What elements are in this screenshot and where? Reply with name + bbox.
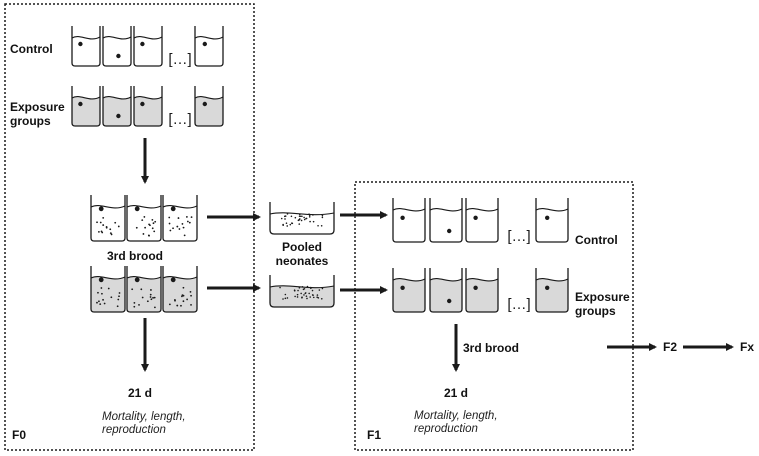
f0-exposure-ellipsis: […]: [168, 111, 191, 128]
f0-control-beaker: [133, 26, 163, 67]
f0-control-label: Control: [10, 42, 53, 56]
f1-exposure-beaker: [392, 268, 426, 313]
f0-exposure-beaker: [194, 86, 224, 127]
f1-control-ellipsis: […]: [507, 228, 530, 245]
f1-control-label: Control: [575, 233, 618, 247]
f1-panel-frame: [354, 181, 634, 451]
f0-exposure-beaker: [102, 86, 132, 127]
f0-brood-control-beaker: [90, 195, 126, 242]
f0-exposure-beaker: [133, 86, 163, 127]
f0-exposure-label-line2: groups: [10, 114, 51, 128]
f0-brood-control-beaker: [162, 195, 198, 242]
f0-endpoints-line2: reproduction: [102, 424, 166, 436]
f0-control-beaker: [102, 26, 132, 67]
f0-brood-control-beaker: [126, 195, 162, 242]
fx-label: Fx: [740, 340, 755, 354]
f0-brood-exposure-beaker: [162, 266, 198, 313]
f0-control-beaker: [71, 26, 101, 67]
f0-control-ellipsis: […]: [168, 51, 191, 68]
pooled-control-tray: [269, 202, 335, 235]
f0-brood-label: 3rd brood: [107, 249, 163, 263]
f1-control-beaker: [392, 198, 426, 243]
f0-exposure-label-line1: Exposure: [10, 100, 65, 114]
f1-control-beaker: [535, 198, 569, 243]
f1-exposure-beaker: [429, 268, 463, 313]
f0-brood-exposure-beaker: [126, 266, 162, 313]
f1-exposure-beaker: [465, 268, 499, 313]
f1-exposure-ellipsis: […]: [507, 296, 530, 313]
f0-endpoints-line1: Mortality, length,: [102, 411, 186, 423]
f1-control-beaker: [465, 198, 499, 243]
pooled-neonates-label-line1: Pooled: [281, 240, 322, 254]
f0-control-beaker: [194, 26, 224, 67]
f1-panel-label: F1: [367, 428, 382, 442]
f1-exposure-label-line1: Exposure: [575, 290, 630, 304]
f0-panel-frame: [4, 3, 255, 451]
f2-label: F2: [663, 340, 678, 354]
f1-exposure-beaker: [535, 268, 569, 313]
f1-exposure-label-line2: groups: [575, 304, 616, 318]
f0-panel-label: F0: [12, 428, 27, 442]
pooled-exposure-tray: [269, 275, 335, 308]
f1-endpoints-line1: Mortality, length,: [414, 410, 498, 422]
f1-endpoints-line2: reproduction: [414, 423, 478, 435]
f1-duration: 21 d: [443, 386, 468, 400]
f1-control-beaker: [429, 198, 463, 243]
f0-duration: 21 d: [127, 386, 152, 400]
f0-brood-exposure-beaker: [90, 266, 126, 313]
pooled-neonates-label-line2: neonates: [275, 254, 329, 268]
f0-exposure-beaker: [71, 86, 101, 127]
f1-brood-label: 3rd brood: [463, 341, 519, 355]
